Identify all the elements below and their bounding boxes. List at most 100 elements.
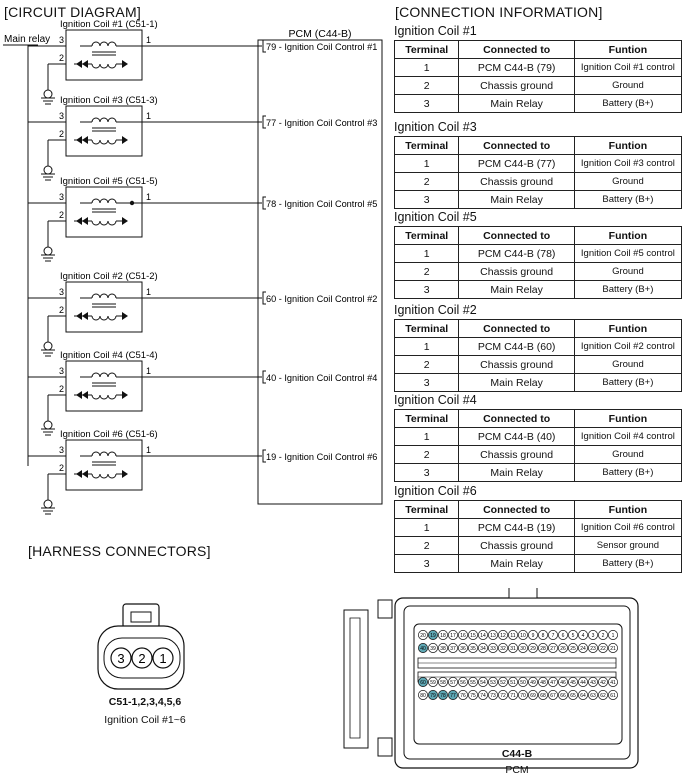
pcm-pin-number: 66	[560, 693, 566, 699]
pcm-pin-number: 3	[592, 633, 595, 639]
coil-winding-icon	[74, 41, 142, 69]
pcm-pin	[468, 677, 478, 687]
pcm-pin-number: 5	[572, 633, 575, 639]
pcm-pin-number: 61	[610, 693, 616, 699]
ground-icon	[41, 499, 55, 515]
terminal-cell: 2	[393, 536, 460, 555]
pcm-pin	[568, 643, 578, 653]
pin3-label: 3	[59, 287, 64, 297]
pin2-label: 2	[59, 384, 64, 394]
pcm-pin	[548, 643, 558, 653]
pcm-pin-number: 42	[600, 680, 606, 686]
pcm-pin	[458, 690, 468, 700]
pcm-pin	[568, 630, 578, 640]
terminal-cell: 1	[393, 244, 460, 263]
pcm-pin-number: 63	[590, 693, 596, 699]
ground-icon	[41, 89, 55, 105]
pcm-pin	[518, 690, 528, 700]
pcm-pin-number: 30	[520, 646, 526, 652]
pcm-pin-number: 69	[530, 693, 536, 699]
column-header: Funtion	[573, 500, 683, 519]
pin2-label: 2	[59, 210, 64, 220]
ground-icon	[41, 420, 55, 436]
pcm-pin-number: 20	[420, 633, 426, 639]
pcm-pin-number: 12	[500, 633, 506, 639]
pcm-pin	[428, 677, 438, 687]
column-header: Terminal	[393, 40, 460, 59]
connected-to-cell: PCM C44-B (19)	[458, 518, 575, 537]
pcm-pin	[578, 643, 588, 653]
connection-table-title: Ignition Coil #1	[394, 24, 477, 38]
pcm-pin-number: 48	[540, 680, 546, 686]
pcm-pin-number: 59	[430, 680, 436, 686]
pcm-pin-number: 53	[490, 680, 496, 686]
terminal-cell: 1	[393, 427, 460, 446]
pcm-pin	[458, 630, 468, 640]
pcm-pin	[458, 677, 468, 687]
pcm-pin	[598, 630, 608, 640]
column-header: Connected to	[458, 409, 575, 428]
circuit-diagram-title: [CIRCUIT DIAGRAM]	[4, 4, 141, 20]
pcm-pin-number: 21	[610, 646, 616, 652]
column-header: Terminal	[393, 226, 460, 245]
coil-box	[65, 186, 143, 238]
pcm-pin-number: 75	[470, 693, 476, 699]
connection-info-title: [CONNECTION INFORMATION]	[395, 4, 603, 20]
pcm-pin-number: 43	[590, 680, 596, 686]
function-cell: Ignition Coil #1 control	[573, 58, 683, 77]
pcm-pin-bracket	[262, 370, 266, 384]
pcm-pin-number: 29	[530, 646, 536, 652]
coil-winding-icon	[74, 451, 142, 479]
pin1-label: 1	[146, 111, 151, 121]
pcm-pin	[488, 630, 498, 640]
pcm-pin-label: 77 - Ignition Coil Control #3	[266, 118, 377, 128]
terminal-cell: 3	[393, 280, 460, 299]
connection-table-title: Ignition Coil #5	[394, 210, 477, 224]
pcm-pin	[458, 643, 468, 653]
pcm-pin-number: 78	[440, 693, 446, 699]
pcm-pin-number: 15	[470, 633, 476, 639]
terminal-cell: 3	[393, 190, 460, 209]
coil-connector-pin	[131, 647, 153, 669]
function-cell: Ignition Coil #3 control	[573, 154, 683, 173]
pcm-pin-number: 67	[550, 693, 556, 699]
connected-to-cell: Chassis ground	[458, 536, 575, 555]
column-header: Funtion	[573, 319, 683, 338]
terminal-cell: 2	[393, 262, 460, 281]
pcm-pin	[448, 643, 458, 653]
pcm-pin	[468, 630, 478, 640]
column-header: Terminal	[393, 136, 460, 155]
pcm-pin	[528, 690, 538, 700]
pcm-pin	[578, 677, 588, 687]
pin2-label: 2	[59, 463, 64, 473]
pcm-pin	[548, 690, 558, 700]
connection-table-title: Ignition Coil #2	[394, 303, 477, 317]
pcm-pin-number: 57	[450, 680, 456, 686]
pcm-pin	[528, 630, 538, 640]
pin2-label: 2	[59, 53, 64, 63]
coil-title: Ignition Coil #5 (C51-5)	[60, 176, 158, 187]
pin3-label: 3	[59, 445, 64, 455]
pcm-pin	[438, 643, 448, 653]
pcm-pin-number: 50	[520, 680, 526, 686]
connected-to-cell: Chassis ground	[458, 76, 575, 95]
pcm-pin-number: 35	[470, 646, 476, 652]
pcm-pin-number: 72	[500, 693, 506, 699]
pcm-pin	[478, 690, 488, 700]
pcm-pin	[598, 677, 608, 687]
pcm-pin-number: 8	[542, 633, 545, 639]
pcm-pin	[588, 630, 598, 640]
